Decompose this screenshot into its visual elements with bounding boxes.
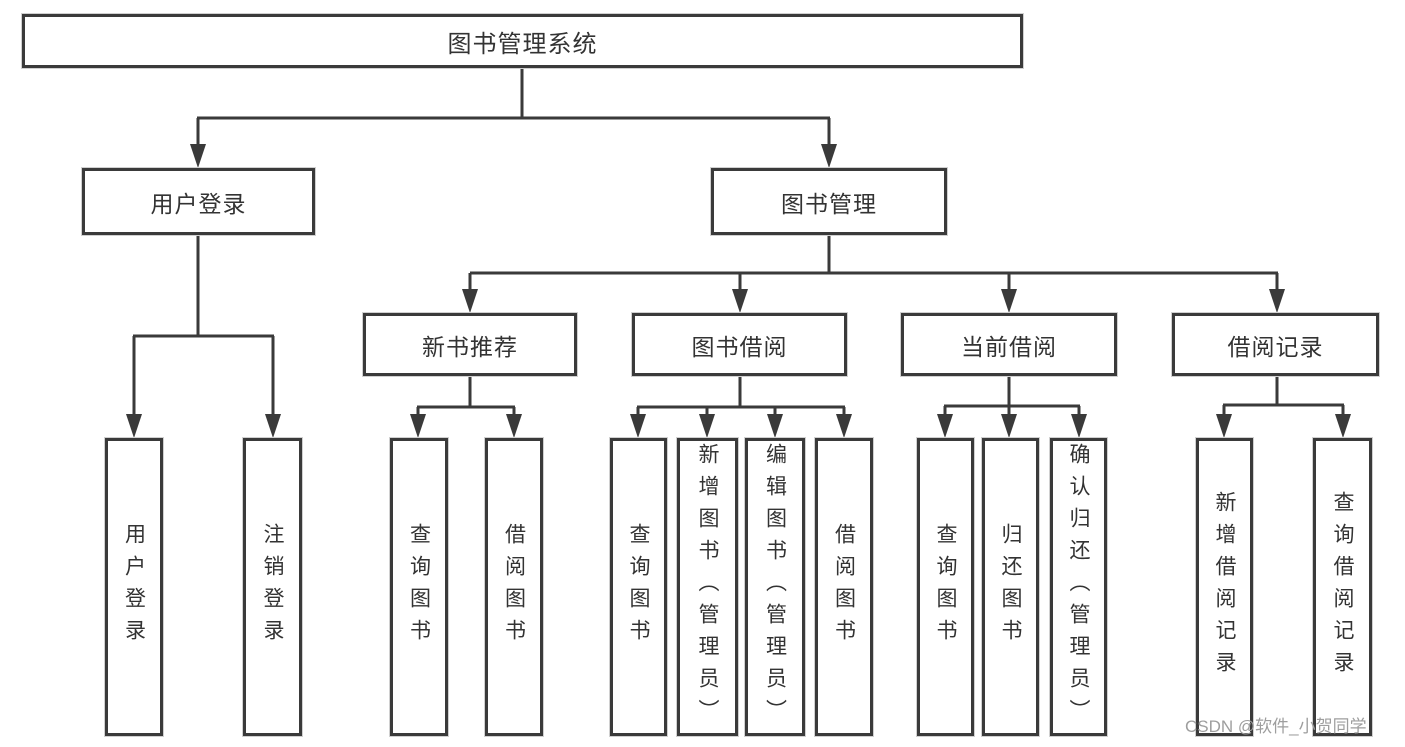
arrowhead-icon [699,414,715,438]
connectors-current [937,376,1087,438]
connectors-root [190,68,837,168]
arrowhead-icon [1335,414,1351,438]
arrowhead-icon [630,414,646,438]
node-user-login: 用户登录 [82,168,315,235]
leaf-edit-book-admin: 编辑图书（管理员） [745,438,805,736]
arrowhead-icon [462,289,478,313]
arrowhead-icon [126,414,142,438]
arrowhead-icon [1001,289,1017,313]
arrowhead-icon [1071,414,1087,438]
arrowhead-icon [821,144,837,168]
leaf-add-borrow-record: 新增借阅记录 [1196,438,1253,736]
node-new-book-recommend: 新书推荐 [363,313,577,376]
node-book-borrow: 图书借阅 [632,313,847,376]
arrowhead-icon [265,414,281,438]
arrowhead-icon [1216,414,1232,438]
connectors-new-books [410,376,522,438]
connectors-user-login [126,235,281,438]
node-book-management: 图书管理 [711,168,947,235]
leaf-borrow-books-2: 借阅图书 [815,438,873,736]
connectors-records [1216,376,1351,438]
leaf-query-books-2: 查询图书 [610,438,667,736]
node-root: 图书管理系统 [22,14,1023,68]
arrowhead-icon [836,414,852,438]
node-current-borrow: 当前借阅 [901,313,1117,376]
node-borrow-records: 借阅记录 [1172,313,1379,376]
leaf-query-borrow-record: 查询借阅记录 [1313,438,1372,736]
leaf-add-book-admin: 新增图书（管理员） [677,438,738,736]
arrowhead-icon [937,414,953,438]
leaf-query-books-3: 查询图书 [917,438,974,736]
arrowhead-icon [1269,289,1285,313]
arrowhead-icon [767,414,783,438]
leaf-logout: 注销登录 [243,438,302,736]
arrowhead-icon [1001,414,1017,438]
arrowhead-icon [190,144,206,168]
csdn-watermark: CSDN @软件_小贺同学 [1185,717,1367,736]
arrowhead-icon [506,414,522,438]
leaf-borrow-books-1: 借阅图书 [485,438,543,736]
leaf-user-login: 用户登录 [105,438,163,736]
leaf-return-book: 归还图书 [982,438,1039,736]
arrowhead-icon [410,414,426,438]
connectors-book-mgmt [462,235,1285,313]
leaf-query-books-1: 查询图书 [390,438,448,736]
arrowhead-icon [732,289,748,313]
leaf-confirm-return-admin: 确认归还（管理员） [1050,438,1107,736]
connectors-borrow [630,376,852,438]
